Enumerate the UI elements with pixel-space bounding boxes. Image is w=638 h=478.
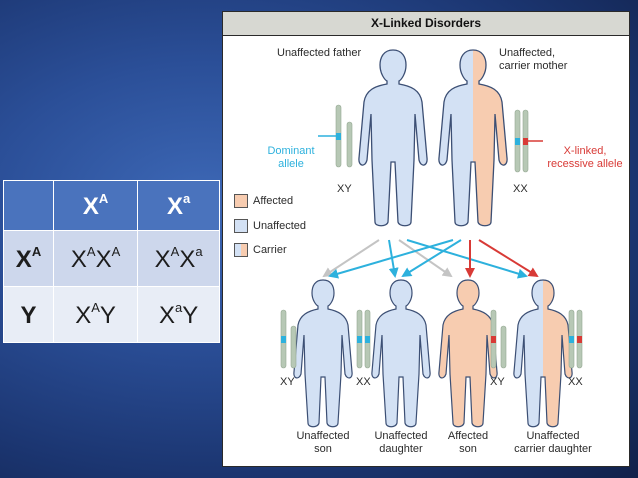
father-figure bbox=[358, 49, 428, 227]
unaffected-son-label-line-2: son bbox=[314, 443, 332, 455]
punnett-row-header-2: Y bbox=[3, 286, 54, 343]
carrier-daughter-chromosomes bbox=[568, 309, 583, 369]
punnett-row-header-1: XA bbox=[3, 230, 54, 287]
legend-carrier-label: Carrier bbox=[253, 244, 287, 256]
child-affected-son bbox=[438, 279, 498, 428]
unaffected-son-genotype: XY bbox=[280, 376, 295, 388]
punnett-cell: XaY bbox=[137, 286, 220, 343]
mother-label-line-2: carrier mother bbox=[499, 60, 568, 72]
unaffected-daughter-genotype: XX bbox=[356, 376, 371, 388]
punnett-header-row: XA Xa bbox=[3, 180, 220, 231]
mother-label-line-1: Unaffected, bbox=[499, 47, 556, 59]
punnett-square: XA Xa XA XAXA XAXa Y XAY XaY bbox=[3, 180, 220, 343]
legend-unaffected-label: Unaffected bbox=[253, 220, 307, 232]
punnett-col-header-2: Xa bbox=[137, 180, 220, 231]
legend-carrier-swatch bbox=[234, 243, 248, 257]
legend-unaffected-swatch bbox=[234, 219, 248, 233]
child-unaffected-son bbox=[293, 279, 353, 428]
arrow-mother-to-son bbox=[328, 239, 454, 279]
affected-son-genotype: XY bbox=[490, 376, 505, 388]
mother-figure bbox=[438, 49, 508, 227]
child-carrier-daughter bbox=[513, 279, 573, 428]
unaffected-son-chromosomes bbox=[280, 309, 297, 369]
legend-carrier: Carrier bbox=[234, 243, 287, 257]
unaffected-daughter-label-line-1: Unaffected bbox=[374, 430, 428, 442]
unaffected-daughter-chromosomes bbox=[356, 309, 371, 369]
legend-unaffected: Unaffected bbox=[234, 219, 306, 233]
child-unaffected-daughter bbox=[371, 279, 431, 428]
father-label: Unaffected father bbox=[277, 47, 362, 59]
recessive-allele-label-line-1: X-linked, bbox=[563, 145, 607, 157]
legend-affected: Affected bbox=[234, 194, 293, 208]
arrow-mother-to-carrier-daughter bbox=[478, 239, 539, 278]
punnett-corner-cell bbox=[3, 180, 54, 231]
punnett-row-2: Y XAY XaY bbox=[3, 286, 220, 343]
punnett-cell: XAXA bbox=[52, 230, 139, 287]
arrow-father-to-affected-son bbox=[398, 239, 453, 278]
legend-affected-label: Affected bbox=[253, 195, 294, 207]
arrow-father-to-carrier-daughter bbox=[406, 239, 528, 279]
x-linked-diagram-panel: X-Linked Disorders bbox=[222, 11, 630, 467]
carrier-daughter-label-line-2: carrier daughter bbox=[514, 443, 592, 455]
affected-son-label-line-2: son bbox=[459, 443, 477, 455]
mother-genotype: XX bbox=[513, 183, 528, 195]
carrier-daughter-genotype: XX bbox=[568, 376, 583, 388]
punnett-col-header-1: XA bbox=[52, 180, 139, 231]
affected-son-label-line-1: Affected bbox=[447, 430, 489, 442]
mother-chromosomes bbox=[514, 109, 529, 173]
inheritance-arrows bbox=[322, 239, 539, 279]
father-chromosomes bbox=[335, 104, 353, 168]
unaffected-daughter-label-line-2: daughter bbox=[379, 443, 423, 455]
dominant-allele-label-line-1: Dominant bbox=[267, 145, 315, 157]
affected-son-chromosomes bbox=[490, 309, 507, 369]
legend-affected-swatch bbox=[234, 194, 248, 208]
punnett-row-1: XA XAXA XAXa bbox=[3, 230, 220, 287]
arrow-mother-to-daughter bbox=[401, 239, 462, 278]
punnett-cell: XAXa bbox=[137, 230, 220, 287]
punnett-cell: XAY bbox=[52, 286, 139, 343]
father-genotype: XY bbox=[337, 183, 352, 195]
recessive-allele-label-line-2: recessive allele bbox=[547, 158, 623, 170]
carrier-daughter-label-line-1: Unaffected bbox=[526, 430, 580, 442]
diagram-title: X-Linked Disorders bbox=[223, 12, 629, 36]
unaffected-son-label-line-1: Unaffected bbox=[296, 430, 350, 442]
diagram-artwork bbox=[280, 49, 583, 428]
dominant-allele-label-line-2: allele bbox=[278, 158, 304, 170]
